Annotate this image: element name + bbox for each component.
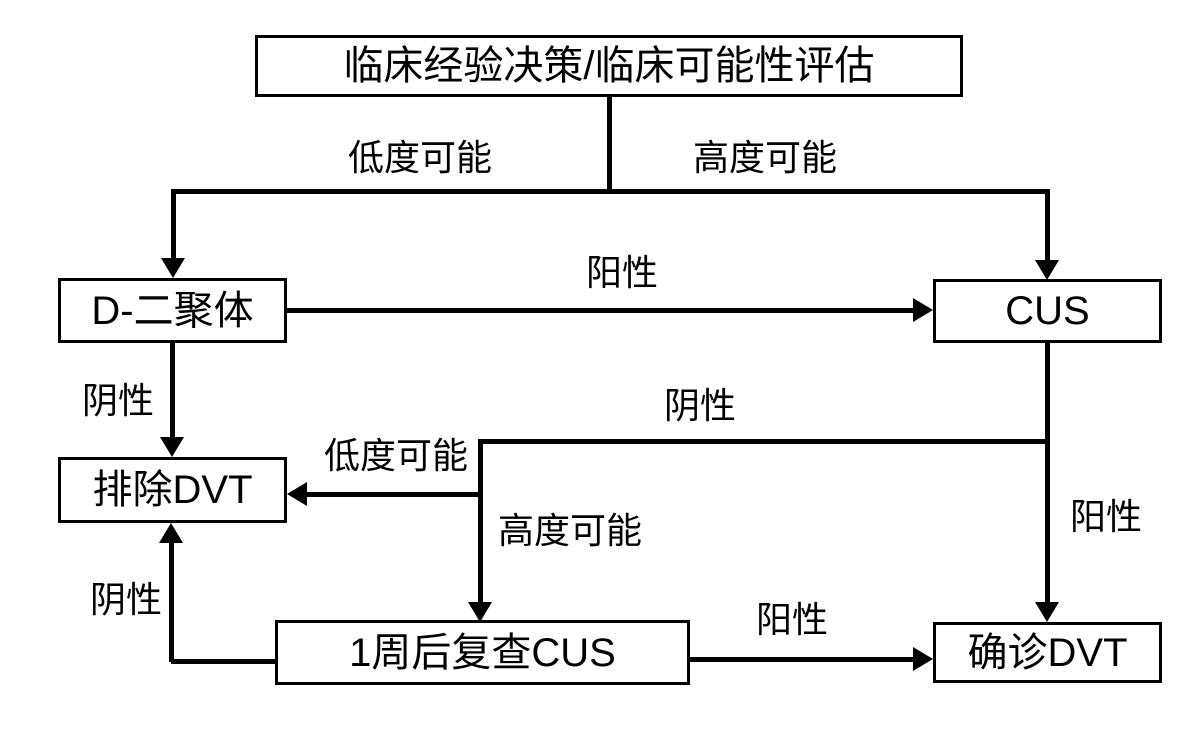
connector-drop-to-ddimer <box>171 189 176 259</box>
edge-label-high-probability-top: 高度可能 <box>690 137 840 178</box>
arrowhead-into-ddimer <box>161 258 185 278</box>
node-confirm-dvt: 确诊DVT <box>933 622 1162 683</box>
connector-probability-splitter <box>171 189 1050 194</box>
edge-label-positive-recheck: 阳性 <box>753 599 831 640</box>
edge-label-low-probability-top: 低度可能 <box>345 137 495 178</box>
arrowhead-into-confirm-top <box>1035 602 1059 622</box>
node-cus: CUS <box>933 279 1162 343</box>
connector-recheck-to-confirm <box>690 657 913 662</box>
node-clinical-assessment: 临床经验决策/临床可能性评估 <box>255 35 963 97</box>
arrowhead-into-exclude-top <box>160 437 184 457</box>
connector-drop-to-cus <box>1045 189 1050 260</box>
arrowhead-into-cus-left <box>913 298 933 322</box>
edge-label-positive-ddimer-to-cus: 阳性 <box>583 252 661 293</box>
edge-label-positive-cus: 阳性 <box>1067 496 1145 537</box>
edge-label-low-probability-branch: 低度可能 <box>321 435 471 476</box>
connector-ddimer-to-cus <box>287 308 913 313</box>
arrowhead-into-exclude-bottom <box>159 523 183 543</box>
connector-cus-to-confirm <box>1045 343 1050 602</box>
node-d-dimer: D-二聚体 <box>58 278 287 343</box>
arrowhead-into-confirm-left <box>913 647 933 671</box>
node-recheck-cus-1-week: 1周后复查CUS <box>275 620 690 685</box>
node-exclude-dvt: 排除DVT <box>58 457 287 523</box>
connector-recheck-left <box>171 659 275 664</box>
connector-branch-to-recheck <box>478 439 483 602</box>
connector-recheck-up-to-exclude <box>169 541 174 662</box>
connector-ddimer-to-exclude <box>170 343 175 437</box>
edge-label-negative-recheck: 阴性 <box>87 579 165 620</box>
connector-cus-negative-bar <box>478 439 1050 444</box>
arrowhead-into-recheck-top <box>468 602 492 622</box>
arrowhead-into-cus <box>1035 260 1059 280</box>
connector-assessment-stem <box>607 97 612 193</box>
connector-branch-to-exclude <box>307 492 480 497</box>
edge-label-negative-ddimer: 阴性 <box>79 380 157 421</box>
arrowhead-into-exclude-right <box>287 482 307 506</box>
edge-label-negative-cus: 阴性 <box>661 385 739 426</box>
edge-label-high-probability-branch: 高度可能 <box>495 510 645 551</box>
